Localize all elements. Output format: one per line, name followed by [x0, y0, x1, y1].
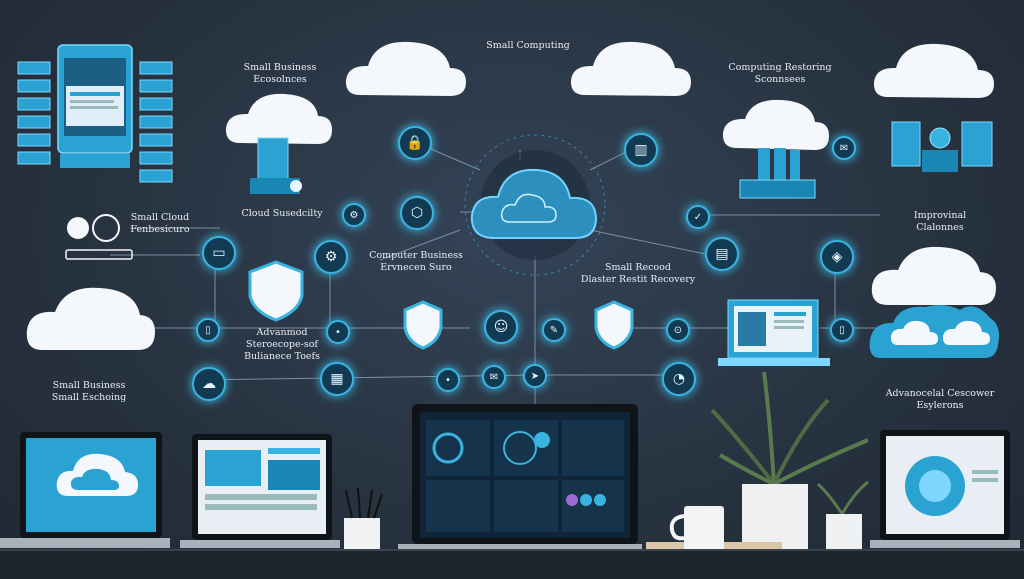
pencil-cup	[344, 487, 383, 552]
document-icon: ▦	[320, 362, 354, 396]
people-icon: ☺	[484, 310, 518, 344]
laptop-right	[870, 430, 1020, 548]
plant	[710, 371, 869, 552]
mail-icon: ✉	[482, 365, 506, 389]
browser-icon: ▭	[202, 236, 236, 270]
dot-icon-2: •	[436, 368, 460, 392]
top-center-label: Small Computing	[486, 40, 570, 51]
right-servers	[739, 148, 816, 199]
chat-icon: ✉	[832, 136, 856, 160]
laptop-left	[0, 432, 170, 548]
link-icon: ▯	[196, 318, 220, 342]
connector-icon: ⚙	[342, 203, 366, 227]
cloud-security-label: Cloud Susedcilty	[241, 208, 323, 219]
right-datacenter	[891, 121, 993, 172]
switch-icon: ⊙	[666, 318, 690, 342]
central-cloud	[470, 168, 598, 239]
plug-icon: ✎	[542, 318, 566, 342]
desk-surface	[0, 549, 1024, 579]
monitor-right	[718, 299, 830, 366]
pin-icon: ➤	[523, 364, 547, 388]
cloud-security-device	[250, 137, 302, 194]
gear-icon: ⚙	[314, 240, 348, 274]
laptop-center	[398, 404, 642, 552]
server-rack-left	[17, 61, 51, 165]
bar-chart-icon: ▥	[624, 133, 658, 167]
server-rack-right	[139, 61, 173, 183]
cloud-sync-icon: ☁	[192, 367, 226, 401]
box-icon: ⬡	[400, 196, 434, 230]
checkmark-icon: ✓	[686, 205, 710, 229]
shield-check-icon: ◈	[820, 240, 854, 274]
laptop-center-left	[180, 434, 340, 548]
white-clouds	[26, 41, 996, 350]
shields	[248, 260, 634, 350]
info-icon: ▯	[830, 318, 854, 342]
padlock-icon: 🔒	[398, 126, 432, 160]
window-icon: ▤	[705, 237, 739, 271]
small-cloud-key	[65, 214, 133, 260]
blue-cloud	[869, 305, 999, 358]
top-left-tablet	[57, 44, 133, 168]
dashboard-icon: ◔	[662, 362, 696, 396]
dot-icon: •	[326, 320, 350, 344]
